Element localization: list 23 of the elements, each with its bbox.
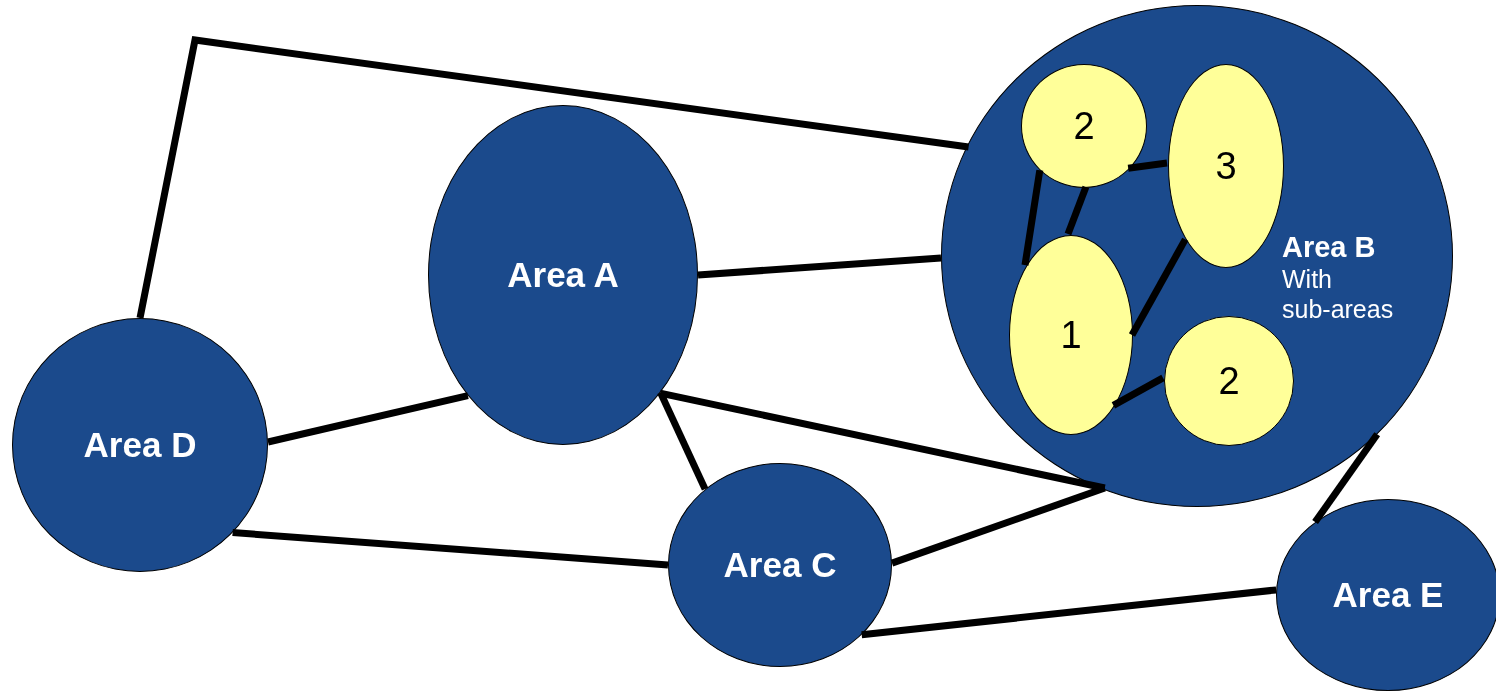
area-label: Area C (723, 545, 837, 585)
connector-line (659, 389, 1106, 492)
sub-area-number: 2 (1218, 359, 1240, 403)
area-label: Area B (1282, 231, 1377, 264)
connector-line (1111, 374, 1165, 409)
sub-area-number: 1 (1060, 313, 1082, 357)
area-label: Area A (507, 255, 619, 295)
connector-line (890, 484, 1106, 567)
connector-line (657, 391, 709, 491)
connector-line (1127, 159, 1168, 172)
connector-line (1128, 237, 1189, 337)
connector-line (861, 586, 1277, 639)
area-description: With sub-areas (1282, 264, 1395, 324)
connector-line (136, 36, 970, 319)
sub-area-number: 2 (1073, 104, 1095, 148)
connector-line (232, 529, 669, 569)
connector-line (1021, 169, 1044, 266)
connector-line (697, 254, 942, 279)
connector-line (267, 392, 469, 446)
connector-line (1064, 185, 1090, 236)
area-label: Area E (1332, 575, 1444, 615)
area-label: Area D (83, 425, 197, 465)
sub-area-number: 3 (1215, 144, 1237, 188)
